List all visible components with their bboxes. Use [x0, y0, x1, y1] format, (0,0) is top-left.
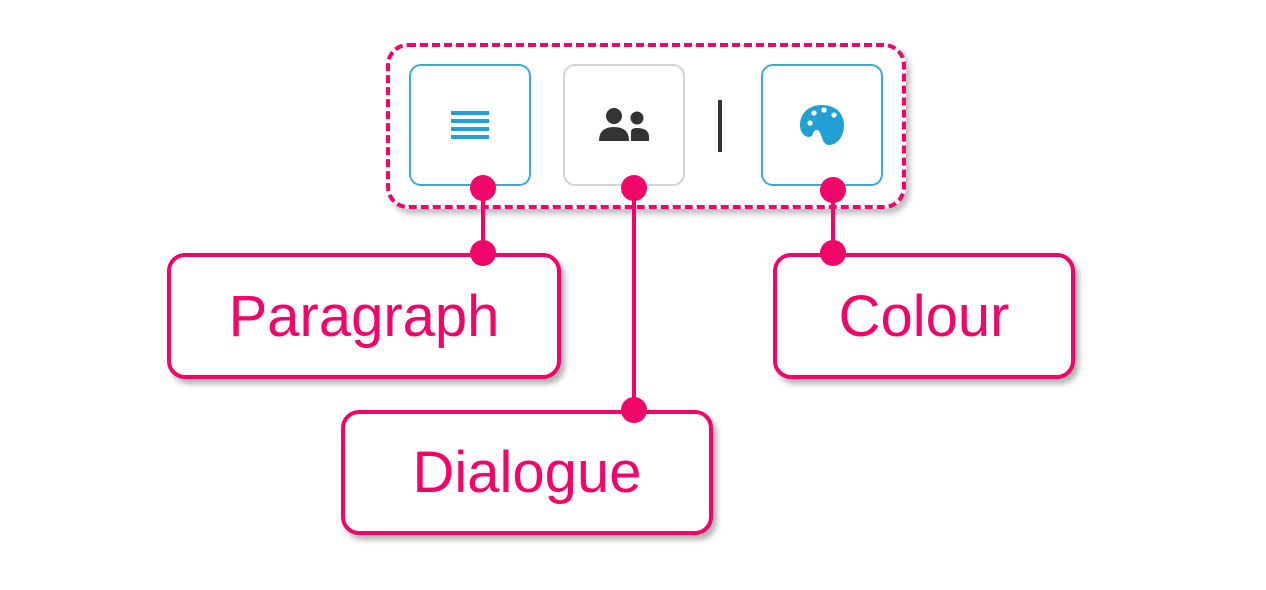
colour-callout: Colour — [773, 253, 1075, 379]
colour-button[interactable] — [761, 64, 883, 186]
connector-dot — [621, 397, 647, 423]
connector-dot — [621, 175, 647, 201]
palette-icon — [800, 105, 844, 145]
colour-callout-label: Colour — [838, 283, 1010, 349]
toolbar-separator — [718, 100, 722, 152]
paragraph-icon — [451, 111, 489, 139]
connector-dot — [470, 240, 496, 266]
dialogue-icon — [599, 108, 649, 141]
dialogue-callout-label: Dialogue — [412, 440, 642, 505]
paragraph-button[interactable] — [409, 64, 531, 186]
connector-dot — [470, 175, 496, 201]
paragraph-callout-label: Paragraph — [228, 283, 500, 349]
paragraph-callout: Paragraph — [167, 253, 561, 379]
connector-dot — [820, 177, 846, 203]
dialogue-callout: Dialogue — [341, 410, 713, 535]
connector-dot — [820, 240, 846, 266]
